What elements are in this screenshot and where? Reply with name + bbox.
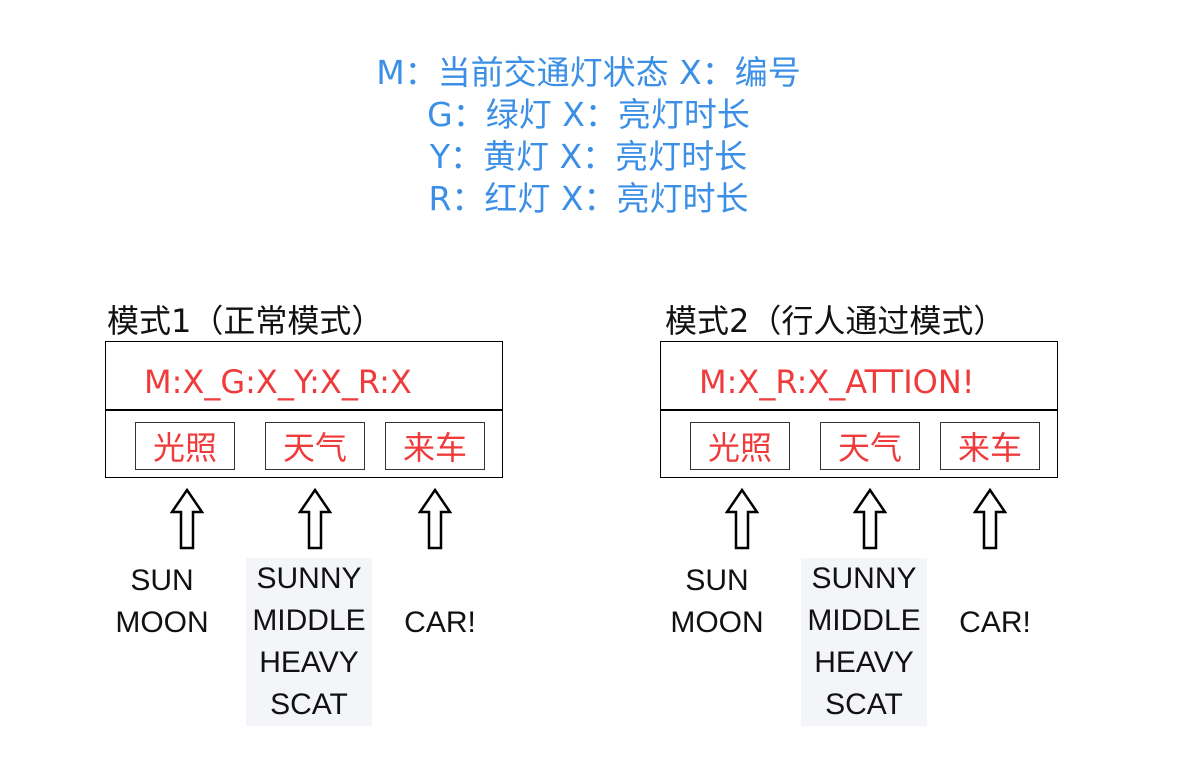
mode-2-cell-light: 光照 <box>690 422 790 470</box>
mode-2-cell-weather: 天气 <box>820 422 920 470</box>
mode-1-weather-inputs: SUNNY MIDDLE HEAVY SCAT <box>246 558 372 726</box>
input-option: SUNNY <box>811 562 917 595</box>
legend-line-g: G：绿灯 X：亮灯时长 <box>427 95 750 134</box>
input-option: MOON <box>115 606 209 639</box>
mode-2-display: M:X_R:X_ATTION! 光照 天气 来车 <box>660 341 1058 478</box>
input-option: CAR! <box>404 606 476 639</box>
mode-2-title: 模式2（行人通过模式） <box>665 302 1006 340</box>
up-arrow-icon <box>170 488 204 550</box>
legend-line-m: M：当前交通灯状态 X：编号 <box>376 53 801 92</box>
input-option: SCAT <box>825 688 903 721</box>
mode-2-status: M:X_R:X_ATTION! <box>699 363 975 401</box>
mode-1-car-inputs: CAR! <box>394 602 486 644</box>
mode-2-light-inputs: SUN MOON <box>661 560 773 644</box>
up-arrow-icon <box>973 488 1007 550</box>
mode-1-cell-light: 光照 <box>135 422 235 470</box>
input-option: MIDDLE <box>252 604 366 637</box>
mode-1-cell-car: 来车 <box>385 422 485 470</box>
mode-1-display: M:X_G:X_Y:X_R:X 光照 天气 来车 <box>105 341 503 478</box>
input-option: SUN <box>130 564 194 597</box>
mode-2-cell-car: 来车 <box>940 422 1040 470</box>
mode-2-divider <box>661 409 1057 411</box>
legend-line-r: R：红灯 X：亮灯时长 <box>428 179 749 218</box>
input-option: CAR! <box>959 606 1031 639</box>
up-arrow-icon <box>298 488 332 550</box>
mode-1-title: 模式1（正常模式） <box>107 302 384 340</box>
input-option: SCAT <box>270 688 348 721</box>
input-option: MIDDLE <box>807 604 921 637</box>
up-arrow-icon <box>725 488 759 550</box>
up-arrow-icon <box>853 488 887 550</box>
legend: M：当前交通灯状态 X：编号 G：绿灯 X：亮灯时长 Y：黄灯 X：亮灯时长 R… <box>0 52 1177 220</box>
input-option: SUNNY <box>256 562 362 595</box>
mode-2-car-inputs: CAR! <box>949 602 1041 644</box>
up-arrow-icon <box>418 488 452 550</box>
mode-2-weather-inputs: SUNNY MIDDLE HEAVY SCAT <box>801 558 927 726</box>
mode-1-light-inputs: SUN MOON <box>106 560 218 644</box>
mode-1-divider <box>106 409 502 411</box>
input-option: HEAVY <box>259 646 359 679</box>
input-option: MOON <box>670 606 764 639</box>
legend-line-y: Y：黄灯 X：亮灯时长 <box>429 137 748 176</box>
input-option: SUN <box>685 564 749 597</box>
mode-1-cell-weather: 天气 <box>265 422 365 470</box>
input-option: HEAVY <box>814 646 914 679</box>
mode-1-status: M:X_G:X_Y:X_R:X <box>144 363 412 401</box>
